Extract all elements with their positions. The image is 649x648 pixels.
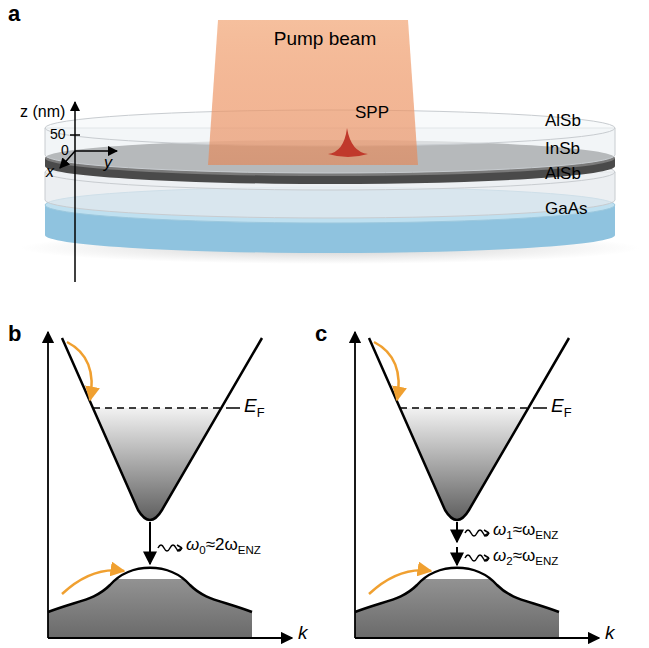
y-axis [75,150,117,152]
photon-label: ≈ω [513,520,536,539]
valence-band-fill [48,568,252,638]
axis-label: k [605,622,615,643]
layer-label: AlSb [545,111,581,130]
tick-label: 50 [50,127,66,142]
layer-label: InSb [545,140,580,159]
photon-label: ω [493,546,506,565]
panel-letter: b [8,321,21,346]
transition-arrow [456,547,458,565]
photon-wave [465,530,489,536]
layer-label: AlSb [545,112,581,131]
subscript: F [564,405,572,420]
layer-label: AlSb [545,165,581,184]
photon-label: ω1≈ωENZ [493,521,558,542]
tick-label: 0 [61,142,69,158]
photon-label: ω [493,520,506,539]
subscript: F [257,405,265,420]
hole-region [117,569,183,580]
single-photon-transition [150,522,182,564]
subscript: ENZ [535,529,558,541]
tick-label: 0 [61,143,69,158]
layer-label: AlSb [545,164,581,183]
panel-letter: c [315,321,327,346]
pump-beam: Pump beam [208,20,442,165]
layer-label: InSb [545,139,580,158]
filled-states [93,408,221,520]
axis-label: x [46,163,54,180]
subscript: ENZ [238,544,261,556]
axis-label: y [104,154,112,172]
transition-arrow [456,522,458,542]
two-photon-transition [457,522,489,565]
photon-label: ω [186,535,199,554]
photon-label: ≈2ω [206,535,238,554]
electron-relaxation [67,342,92,400]
subscript: 2 [506,555,512,567]
photon-label: ≈ω [513,546,536,565]
tick-label: 50 [50,126,66,142]
spp-label: SPP [355,103,389,122]
beam-label: Pump beam [208,20,442,50]
fermi-tick [226,407,240,409]
valence-band [48,568,252,612]
layer-label: GaAs [545,199,588,218]
layer-label: GaAs [545,200,588,219]
transition-arrow [149,522,151,564]
panel-letter: c [315,322,327,346]
panel-letter: a [8,2,20,26]
photon-head [177,545,182,551]
photon-label: ω2≈ωENZ [493,547,558,568]
z-axis [74,102,76,282]
fermi-label: E [551,395,564,416]
axis-label: y [104,154,112,171]
fermi-level [93,407,221,409]
fermi-label: EF [244,396,265,420]
band-diagram-copy [355,332,599,638]
spp-label: SPP [355,104,389,123]
fermi-label: E [244,395,257,416]
photon-head [484,555,489,561]
axis-label: z (nm) [20,103,65,121]
axis-label: k [298,622,308,643]
band-diagram [48,332,292,638]
photon-head [484,530,489,536]
photon-wave [465,555,489,561]
panel-letter: a [8,1,20,26]
fermi-label: EF [551,396,572,420]
tick [70,134,80,136]
spp-peak [328,128,368,157]
energy-axis [47,332,49,638]
subscript: ENZ [535,555,558,567]
k-axis [48,637,292,639]
axis-label: k [298,623,308,644]
panel-letter: b [8,322,21,346]
axes-3d [60,102,117,282]
conduction-band [62,338,262,520]
hole-relaxation [62,570,124,594]
photon-wave [158,545,182,551]
subscript: 0 [199,544,205,556]
subscript: 1 [506,529,512,541]
axis-label: k [605,623,615,644]
axis-label: x [46,163,54,181]
photon-label: ω0≈2ωENZ [186,536,261,557]
axis-label: z (nm) [20,103,65,120]
